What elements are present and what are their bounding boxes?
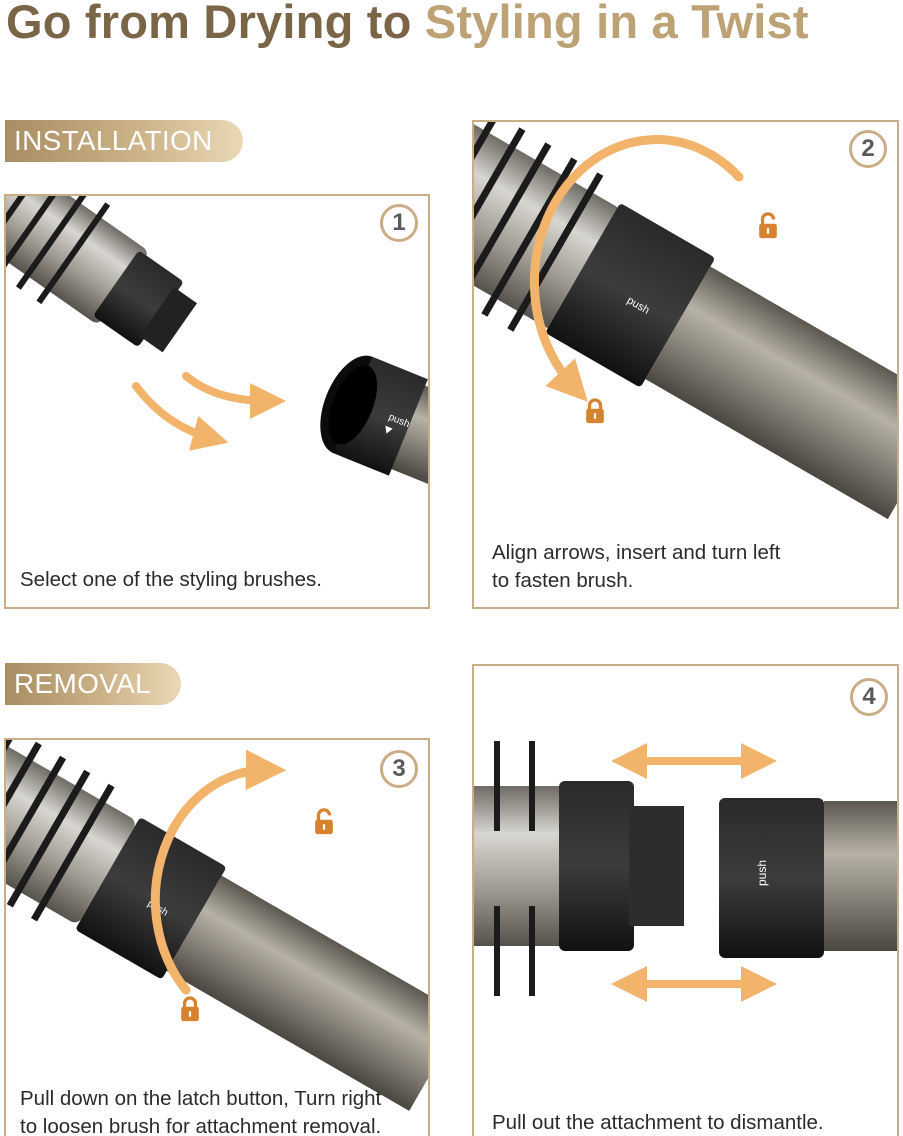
- page-title: Go from Drying to Styling in a Twist: [6, 0, 809, 49]
- lock-icon: [584, 398, 606, 425]
- step-caption: Pull out the attachment to dismantle.: [492, 1111, 824, 1134]
- step-number-badge: 2: [849, 130, 887, 168]
- step4-illustration: push: [474, 741, 897, 1002]
- unlock-icon: [313, 808, 335, 836]
- step-caption: Pull down on the latch button, Turn righ…: [20, 1087, 382, 1136]
- section-label-removal: REMOVAL: [5, 663, 181, 705]
- step2-illustration: push: [474, 122, 897, 520]
- step-panel-4: push 4 Pull out the attachment to disman…: [472, 664, 899, 1136]
- unlock-icon: [757, 212, 779, 240]
- title-part-dark: Go from Drying to: [6, 0, 425, 48]
- step-caption: Select one of the styling brushes.: [20, 568, 322, 591]
- curved-arrow-icon: [529, 135, 744, 402]
- step-number-badge: 1: [380, 204, 418, 242]
- insert-arrow-icon: [132, 382, 229, 451]
- insert-arrow-icon: [182, 372, 286, 419]
- curved-arrow-icon: [150, 749, 287, 995]
- step-number-badge: 3: [380, 750, 418, 788]
- step3-illustration: push: [6, 740, 428, 1111]
- push-label: push: [755, 860, 769, 886]
- step1-illustration: push: [6, 196, 428, 529]
- section-label-installation: INSTALLATION: [5, 120, 243, 162]
- step-panel-1: push 1 Select one of the styling brushes…: [4, 194, 430, 609]
- lock-icon: [179, 996, 201, 1023]
- step-panel-2: push 2 Align arrows, insert and turn lef…: [472, 120, 899, 609]
- title-part-light: Styling in a Twist: [424, 0, 809, 48]
- step-number-badge: 4: [850, 678, 888, 716]
- step-panel-3: push 3 Pull down on the latch button, Tu…: [4, 738, 430, 1136]
